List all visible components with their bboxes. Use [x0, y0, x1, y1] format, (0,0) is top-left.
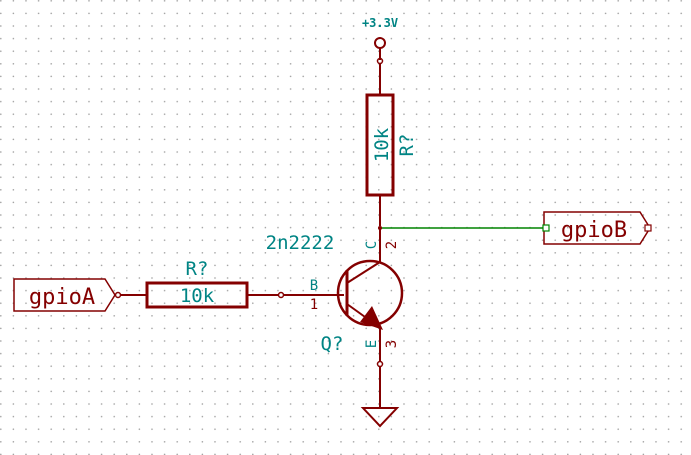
transistor-collector-diag: [346, 261, 381, 284]
transistor-pin-e-number: 3: [384, 340, 400, 348]
resistor-base-reference: R?: [186, 258, 209, 280]
output-label-pin-left: [542, 224, 550, 232]
transistor-q[interactable]: 2n2222 Q? B 1 C 2 E 3: [266, 228, 404, 368]
output-label-gpioB[interactable]: gpioB: [542, 211, 652, 245]
input-label-text: gpioA: [29, 285, 95, 310]
input-label-gpioA[interactable]: gpioA: [13, 278, 122, 312]
resistor-collector[interactable]: 10k R?: [365, 63, 418, 226]
transistor-part-name: 2n2222: [266, 232, 335, 254]
output-label-text: gpioB: [561, 218, 627, 243]
transistor-pin-e-letter: E: [364, 340, 380, 348]
output-label-shape: [543, 211, 651, 245]
ground-symbol[interactable]: [360, 366, 400, 428]
transistor-pin-b-number: 1: [310, 297, 318, 313]
ground-triangle: [360, 407, 400, 428]
transistor-reference: Q?: [321, 333, 344, 355]
resistor-base[interactable]: R? 10k: [121, 258, 285, 309]
resistor-collector-reference: R?: [396, 134, 418, 157]
transistor-pin-b-letter: B: [310, 278, 318, 294]
transistor-emitter-arrow: [360, 306, 383, 330]
input-label-shape: [13, 278, 116, 312]
resistor-collector-value: 10k: [371, 127, 393, 162]
transistor-pin-c-number: 2: [384, 241, 400, 249]
resistor-base-pin-dot: [277, 291, 285, 299]
resistor-base-value: 10k: [180, 285, 215, 307]
input-label-pin-dot: [114, 291, 122, 299]
power-label: +3.3V: [362, 16, 398, 30]
power-symbol[interactable]: +3.3V: [362, 16, 398, 65]
output-label-pin-right: [644, 224, 652, 232]
transistor-pin-c-letter: C: [364, 241, 380, 249]
